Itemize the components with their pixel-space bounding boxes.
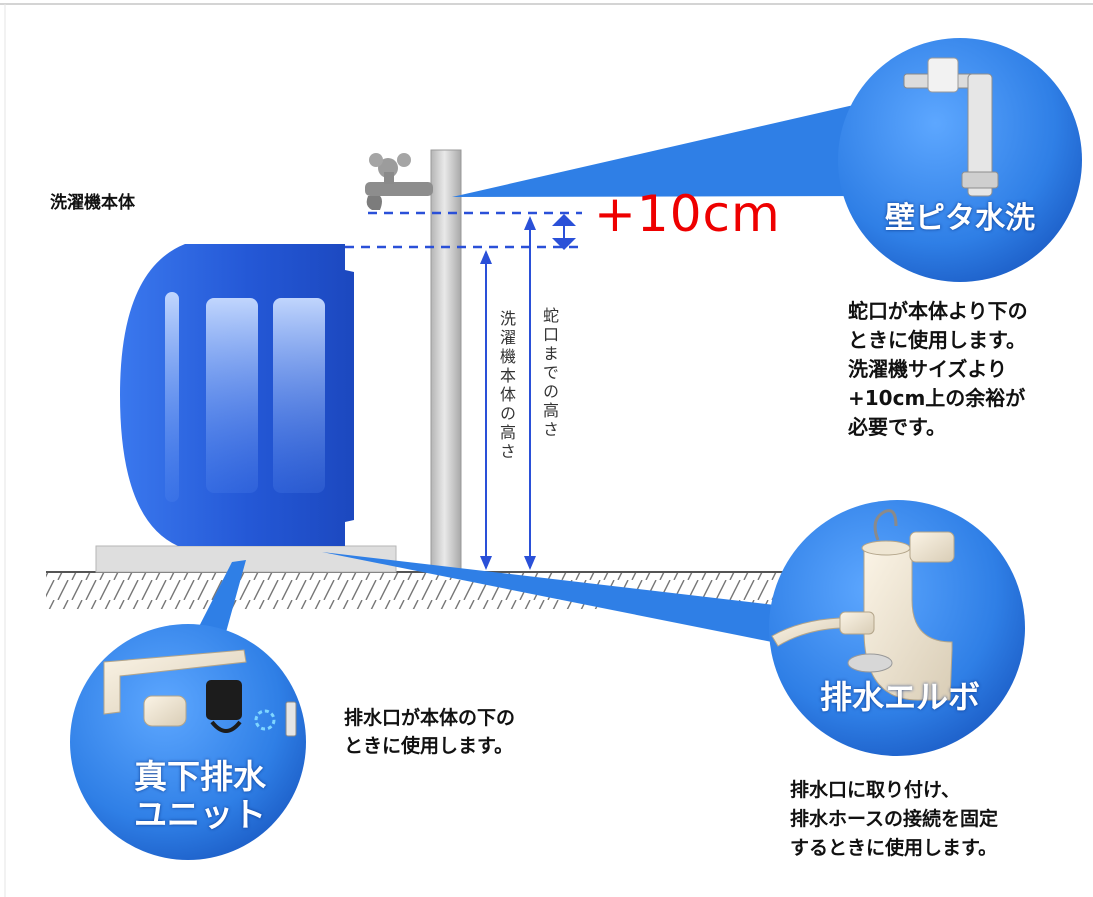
height-arrows bbox=[480, 214, 576, 570]
unit-note: 排水口が本体の下の ときに使用します。 bbox=[344, 704, 515, 760]
elbow-product-icon bbox=[771, 509, 955, 701]
note-line: +10cm上の余裕が bbox=[848, 386, 1026, 410]
note-line: するときに使用します。 bbox=[790, 837, 998, 859]
washer-height-label: 洗濯機本体の高さ bbox=[497, 310, 516, 462]
faucet-icon bbox=[365, 153, 433, 210]
unit-title-line: 真下排水 bbox=[134, 757, 266, 796]
unit-circle bbox=[70, 624, 306, 860]
wall-pipe bbox=[430, 149, 462, 573]
note-line: 排水口に取り付け、 bbox=[790, 779, 961, 801]
faucet-height-label: 蛇口までの高さ bbox=[540, 307, 559, 440]
wall-pita-circle bbox=[838, 38, 1082, 282]
wall-pita-product-icon bbox=[903, 57, 999, 197]
note-line: ときに使用します。 bbox=[344, 735, 514, 757]
wall-pita-title: 壁ピタ水洗 bbox=[885, 201, 1035, 236]
note-line: 蛇口が本体より下の bbox=[848, 299, 1028, 323]
elbow-note: 排水口に取り付け、 排水ホースの接続を固定 するときに使用します。 bbox=[790, 776, 998, 863]
note-line: 洗濯機サイズより bbox=[848, 357, 1007, 381]
note-line: 必要です。 bbox=[848, 415, 946, 439]
unit-product-icon bbox=[103, 649, 297, 737]
washer-base bbox=[95, 545, 397, 573]
elbow-title: 排水エルボ bbox=[819, 678, 980, 716]
washer-body-label: 洗濯機本体 bbox=[50, 193, 135, 213]
note-line: 排水ホースの接続を固定 bbox=[790, 808, 999, 830]
plus-10cm-label: +10cm bbox=[594, 185, 781, 243]
note-line: ときに使用します。 bbox=[848, 328, 1026, 352]
washer-body bbox=[120, 244, 354, 546]
unit-title-line: ユニット bbox=[134, 794, 266, 834]
wall-pita-note: 蛇口が本体より下の ときに使用します。 洗濯機サイズより +10cm上の余裕が … bbox=[848, 297, 1028, 442]
note-line: 排水口が本体の下の bbox=[344, 707, 516, 729]
unit-title: 真下排水 ユニット bbox=[100, 758, 300, 834]
